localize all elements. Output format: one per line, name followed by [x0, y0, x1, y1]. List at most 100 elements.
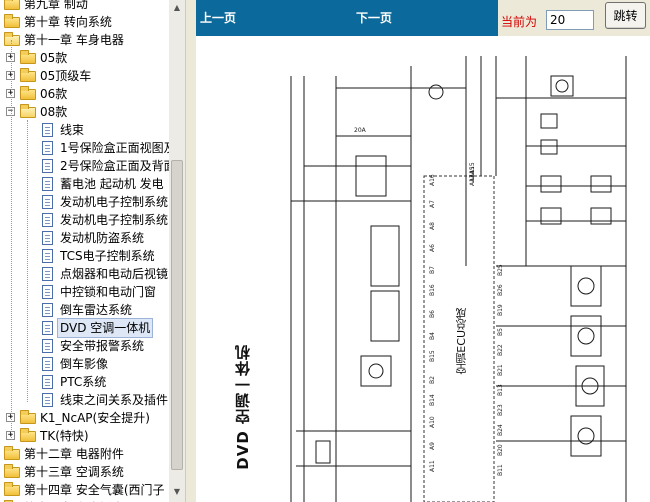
- jump-button[interactable]: 跳转: [605, 2, 646, 29]
- pin-label: A15: [469, 166, 476, 178]
- pin-label: B19: [497, 304, 504, 316]
- collapse-icon[interactable]: −: [6, 106, 15, 116]
- scroll-down-arrow-icon[interactable]: ▼: [173, 487, 181, 496]
- tree-item[interactable]: 线束之间关系及插件: [0, 391, 169, 409]
- pin-label: B25: [497, 264, 504, 276]
- document-icon: [42, 267, 53, 281]
- tree-folder[interactable]: +06款: [0, 85, 169, 103]
- tree-item[interactable]: 点烟器和电动后视镜: [0, 265, 169, 283]
- folder-icon: [20, 428, 36, 442]
- pin-label: B15: [429, 350, 436, 362]
- scroll-up-arrow-icon[interactable]: ▲: [173, 3, 181, 12]
- tree-item-label: 发动机电子控制系统: [60, 213, 169, 227]
- expand-icon[interactable]: +: [6, 52, 15, 62]
- tree-item-label: 发动机防盗系统: [60, 231, 145, 245]
- document-icon: [42, 321, 53, 335]
- tree-item-label: 06款: [40, 87, 68, 101]
- folder-icon: [20, 50, 36, 64]
- tree-folder[interactable]: 第十四章 安全气囊(西门子: [0, 481, 169, 499]
- tree-item[interactable]: DVD 空调一体机: [0, 318, 169, 338]
- diagram-components: [315, 75, 612, 464]
- document-icon: [42, 177, 53, 191]
- expand-icon[interactable]: +: [6, 70, 15, 80]
- tree-item-label: 1号保险盒正面视图及: [60, 141, 169, 155]
- pin-label: B14: [429, 394, 436, 406]
- tree-item-label: 倒车雷达系统: [60, 303, 133, 317]
- folder-icon: [4, 446, 20, 460]
- tree-folder[interactable]: 第十章 转向系统: [0, 13, 169, 31]
- tree-item-label: 中控锁和电动门窗: [60, 285, 157, 299]
- tree-item-label: 05款: [40, 51, 68, 65]
- ecu-box: [423, 175, 495, 502]
- pin-label: B2: [429, 376, 436, 384]
- tree-item-label: K1_NcAP(安全提升): [40, 411, 150, 425]
- tree-item-label: 点烟器和电动后视镜: [60, 267, 169, 281]
- prev-page-link[interactable]: 上一页: [200, 11, 237, 25]
- tree-item-label: DVD 空调一体机: [56, 318, 154, 338]
- tree-item[interactable]: PTC系统: [0, 373, 169, 391]
- folder-icon: [4, 14, 20, 28]
- tree-item[interactable]: 发动机防盗系统: [0, 229, 169, 247]
- document-icon: [42, 339, 53, 353]
- pin-label: A16: [429, 174, 436, 186]
- tree-item-label: 第十一章 车身电器: [24, 33, 124, 47]
- expand-icon[interactable]: +: [6, 412, 15, 422]
- document-icon: [42, 285, 53, 299]
- tree-item[interactable]: 倒车雷达系统: [0, 301, 169, 319]
- pin-label: A17: [469, 174, 476, 186]
- pin-label: B5: [497, 328, 504, 336]
- tree-item[interactable]: 中控锁和电动门窗: [0, 283, 169, 301]
- tree-connector-line: [11, 40, 12, 440]
- tree-folder[interactable]: +05顶级车: [0, 67, 169, 85]
- document-icon: [42, 123, 53, 137]
- tree-folder[interactable]: 第十一章 车身电器: [0, 31, 169, 49]
- chapter-tree[interactable]: 第九章 制动第十章 转向系统第十一章 车身电器+05款+05顶级车+06款−08…: [0, 0, 169, 502]
- pin-label: B11: [497, 464, 504, 476]
- tree-item-label: TCS电子控制系统: [60, 249, 155, 263]
- scroll-thumb[interactable]: [171, 160, 183, 470]
- pin-label: B26: [497, 284, 504, 296]
- pin-label: B7: [429, 266, 436, 274]
- tree-folder[interactable]: 第十三章 空调系统: [0, 463, 169, 481]
- folder-icon: [20, 68, 36, 82]
- tree-folder[interactable]: 第九章 制动: [0, 0, 169, 13]
- document-icon: [42, 375, 53, 389]
- pin-label: A15: [469, 162, 476, 174]
- folder-icon: [4, 0, 20, 10]
- tree-folder[interactable]: +TK(特快): [0, 427, 169, 445]
- folder-open-icon: [20, 104, 36, 118]
- tree-item[interactable]: TCS电子控制系统: [0, 247, 169, 265]
- document-icon: [42, 195, 53, 209]
- expand-icon[interactable]: +: [6, 88, 15, 98]
- tree-folder[interactable]: + K1_NcAP(安全提升): [0, 409, 169, 427]
- folder-icon: [4, 464, 20, 478]
- pin-label: A8: [429, 222, 436, 230]
- page-number-input[interactable]: [546, 10, 594, 30]
- pin-label: A6: [429, 244, 436, 252]
- tree-item[interactable]: 发动机电子控制系统: [0, 211, 169, 229]
- next-page-link[interactable]: 下一页: [356, 11, 393, 25]
- pane-splitter[interactable]: [185, 0, 196, 502]
- tree-folder[interactable]: +05款: [0, 49, 169, 67]
- document-icon: [42, 231, 53, 245]
- tree-folder[interactable]: 第十二章 电器附件: [0, 445, 169, 463]
- tree-item[interactable]: 蓄电池 起动机 发电: [0, 175, 169, 193]
- tree-item[interactable]: 1号保险盒正面视图及: [0, 139, 169, 157]
- tree-item-label: 第十四章 安全气囊(西门子: [24, 483, 165, 497]
- tree-scrollbar[interactable]: ▲ ▼: [169, 0, 185, 502]
- pin-label: B6: [429, 310, 436, 318]
- expand-icon[interactable]: +: [6, 430, 15, 440]
- document-icon: [42, 249, 53, 263]
- tree-item[interactable]: 线束: [0, 121, 169, 139]
- tree-item-label: 05顶级车: [40, 69, 92, 83]
- tree-item[interactable]: 安全带报警系统: [0, 337, 169, 355]
- tree-item[interactable]: 发动机电子控制系统: [0, 193, 169, 211]
- tree-item-label: 第十二章 电器附件: [24, 447, 124, 461]
- tree-item[interactable]: 2号保险盒正面及背面: [0, 157, 169, 175]
- tree-item[interactable]: 倒车影像: [0, 355, 169, 373]
- diagram-wires: [290, 56, 627, 502]
- tree-folder[interactable]: − 08款: [0, 103, 169, 121]
- tree-item-label: 2号保险盒正面及背面: [60, 159, 169, 173]
- tree-item-label: 08款: [40, 105, 68, 119]
